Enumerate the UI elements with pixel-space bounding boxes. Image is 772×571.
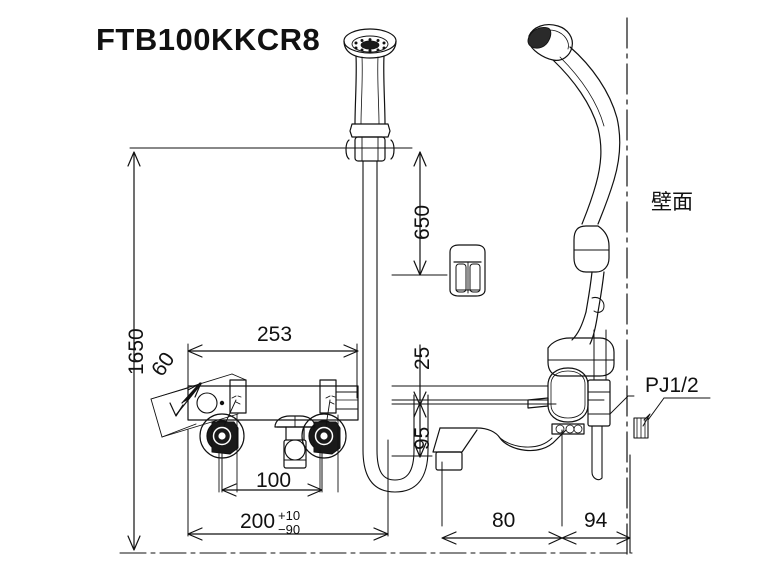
dimension-label-650: 650 xyxy=(411,204,434,240)
shower-holder-front xyxy=(449,244,486,297)
dimension-label-80: 80 xyxy=(492,509,516,532)
dimension-200-value: 200 xyxy=(240,510,276,534)
wall-label: 壁面 xyxy=(651,190,693,214)
handle-right-front xyxy=(301,395,347,493)
dimension-label-100: 100 xyxy=(256,469,292,492)
shower-head-front xyxy=(343,28,397,125)
dimension-95 xyxy=(413,402,427,458)
mixer-body-side xyxy=(391,329,611,481)
dimension-94 xyxy=(561,531,631,545)
dimension-label-25: 25 xyxy=(411,346,434,370)
dimension-label-1650: 1650 xyxy=(125,328,148,375)
spout-side xyxy=(432,427,567,471)
dimension-label-200: 200 +10 −90 xyxy=(240,508,300,536)
dimension-label-94: 94 xyxy=(584,509,608,532)
dimension-100 xyxy=(221,483,323,497)
tolerance-minus: −90 xyxy=(278,521,301,537)
tolerance-plus: +10 xyxy=(278,508,301,523)
dimension-200-tolerance: +10 −90 xyxy=(278,509,300,536)
handle-left-front xyxy=(199,395,245,493)
pj-thread-label: PJ1/2 xyxy=(645,374,699,397)
hose-connector xyxy=(345,123,395,162)
dimension-80 xyxy=(441,531,563,545)
page-title: FTB100KKCR8 xyxy=(96,22,321,57)
shower-holder-side xyxy=(573,225,610,313)
dimension-1650 xyxy=(127,151,141,551)
shower-hose xyxy=(362,160,429,493)
dimension-label-95: 95 xyxy=(411,426,434,450)
dimension-253 xyxy=(187,344,359,358)
pj-thread-detail xyxy=(609,395,711,439)
dimension-label-253: 253 xyxy=(257,323,293,346)
dimension-200 xyxy=(187,527,389,541)
spout-front xyxy=(274,415,316,469)
shower-head-side xyxy=(527,24,621,225)
wall-supply-side xyxy=(547,297,615,377)
dimension-650 xyxy=(413,151,427,276)
